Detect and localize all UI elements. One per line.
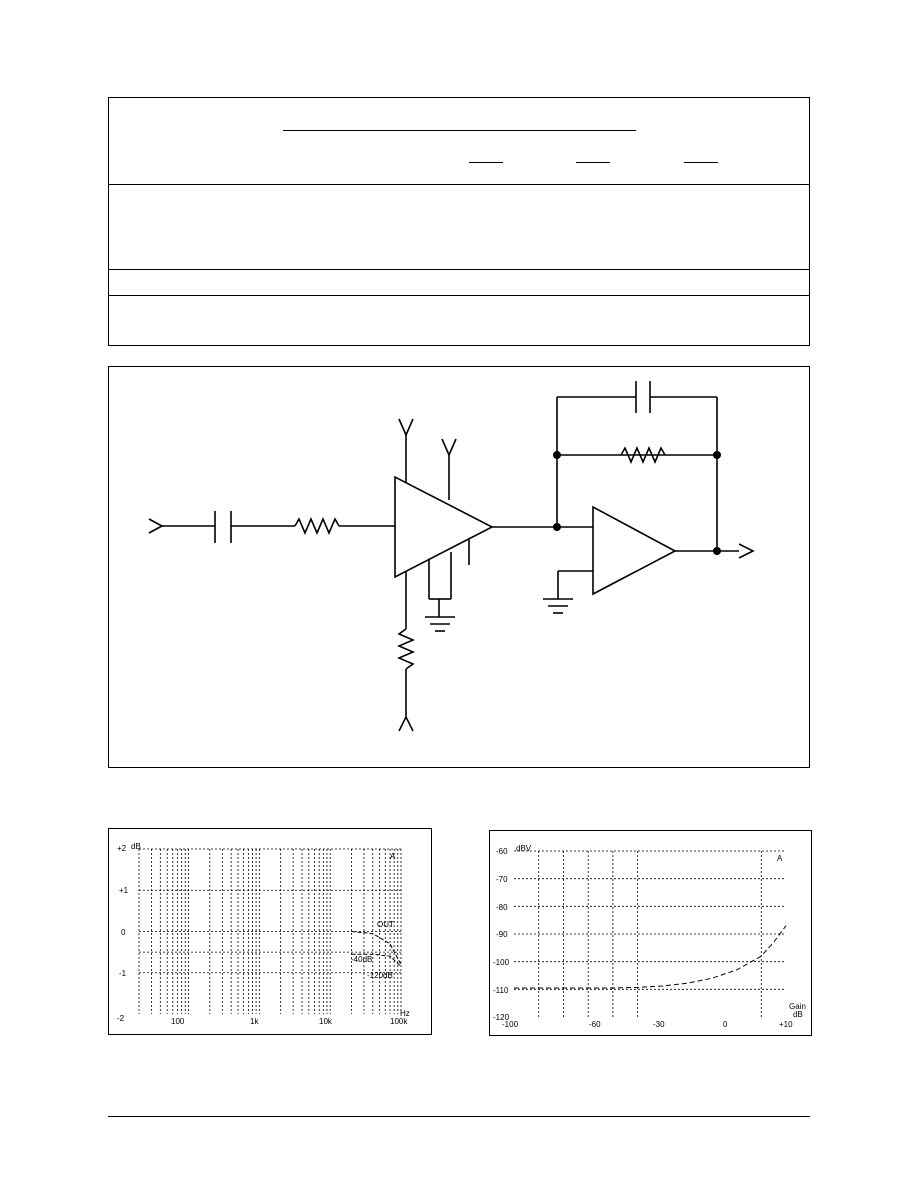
x-axis-unit: Hz: [400, 1009, 410, 1018]
y-tick-label: -80: [496, 903, 508, 912]
y-tick-label: -110: [493, 986, 509, 995]
x-axis-unit: dB: [793, 1010, 803, 1019]
vca-amplifier: [394, 475, 494, 579]
y-axis-unit: dB: [131, 842, 141, 851]
y-axis-unit: dBV: [516, 844, 532, 853]
frequency-response-graph: dB +2 +1 0 -1 -2 100 1k 10k 100k Hz A OU…: [108, 828, 432, 1035]
control-resistor: [396, 628, 416, 670]
series-line-1: [514, 925, 787, 989]
x-tick-label: +10: [779, 1020, 793, 1029]
table-col-rule-1: [469, 162, 503, 163]
circuit-schematic: [148, 381, 755, 732]
junction-dots: [553, 451, 721, 555]
y-tick-label: -60: [496, 847, 508, 856]
schematic-frame: [108, 366, 810, 768]
table-header-divider: [108, 184, 810, 185]
x-tick-label: 100: [171, 1017, 185, 1026]
noise-vs-gain-graph: dBV -60 -70 -80 -90 -100 -110 -120 -100 …: [489, 830, 812, 1036]
y-tick-label: -70: [496, 875, 508, 884]
y-tick-label: -100: [493, 958, 510, 967]
noise-vs-gain-plot: [514, 850, 787, 1017]
table-col-rule-2: [576, 162, 610, 163]
y-tick-label: -2: [117, 1014, 125, 1023]
plot-mark-label: A: [390, 852, 396, 861]
y-tick-label: -90: [496, 930, 508, 939]
x-tick-label: -100: [502, 1020, 519, 1029]
curve-annotation: -120dB: [367, 971, 393, 980]
supply-terminal-icon-2: [441, 438, 457, 457]
x-tick-label: -30: [653, 1020, 665, 1029]
y-tick-label: -1: [119, 969, 127, 978]
y-tick-label: -120: [493, 1013, 510, 1022]
curve-annotation: OUT: [377, 920, 394, 929]
series-line-1: [351, 931, 402, 965]
supply-terminal-icon: [398, 418, 414, 437]
output-terminal-icon: [738, 543, 755, 559]
input-resistor: [294, 516, 340, 536]
spec-table: [108, 97, 810, 346]
table-col-rule-3: [684, 162, 718, 163]
footer-rule: [108, 1116, 810, 1117]
curve-annotation: -40dB: [351, 955, 373, 964]
feedback-resistor: [620, 445, 666, 465]
x-tick-label: 100k: [390, 1017, 408, 1026]
table-row-divider-2: [108, 295, 810, 296]
input-terminal-icon: [148, 518, 164, 534]
y-tick-label: +2: [117, 844, 127, 853]
frequency-response-plot: [138, 848, 402, 1014]
x-tick-label: 0: [723, 1020, 728, 1029]
control-terminal-icon: [398, 715, 414, 732]
x-tick-label: 10k: [319, 1017, 332, 1026]
y-tick-label: +1: [119, 886, 129, 895]
table-group-rule: [283, 130, 636, 131]
x-axis-unit: Gain: [789, 1002, 806, 1011]
plot-mark-label: A: [777, 854, 783, 863]
y-tick-label: 0: [121, 928, 126, 937]
x-tick-label: 1k: [250, 1017, 259, 1026]
table-row-divider-1: [108, 269, 810, 270]
opamp-amplifier: [592, 505, 677, 596]
x-tick-label: -60: [589, 1020, 601, 1029]
